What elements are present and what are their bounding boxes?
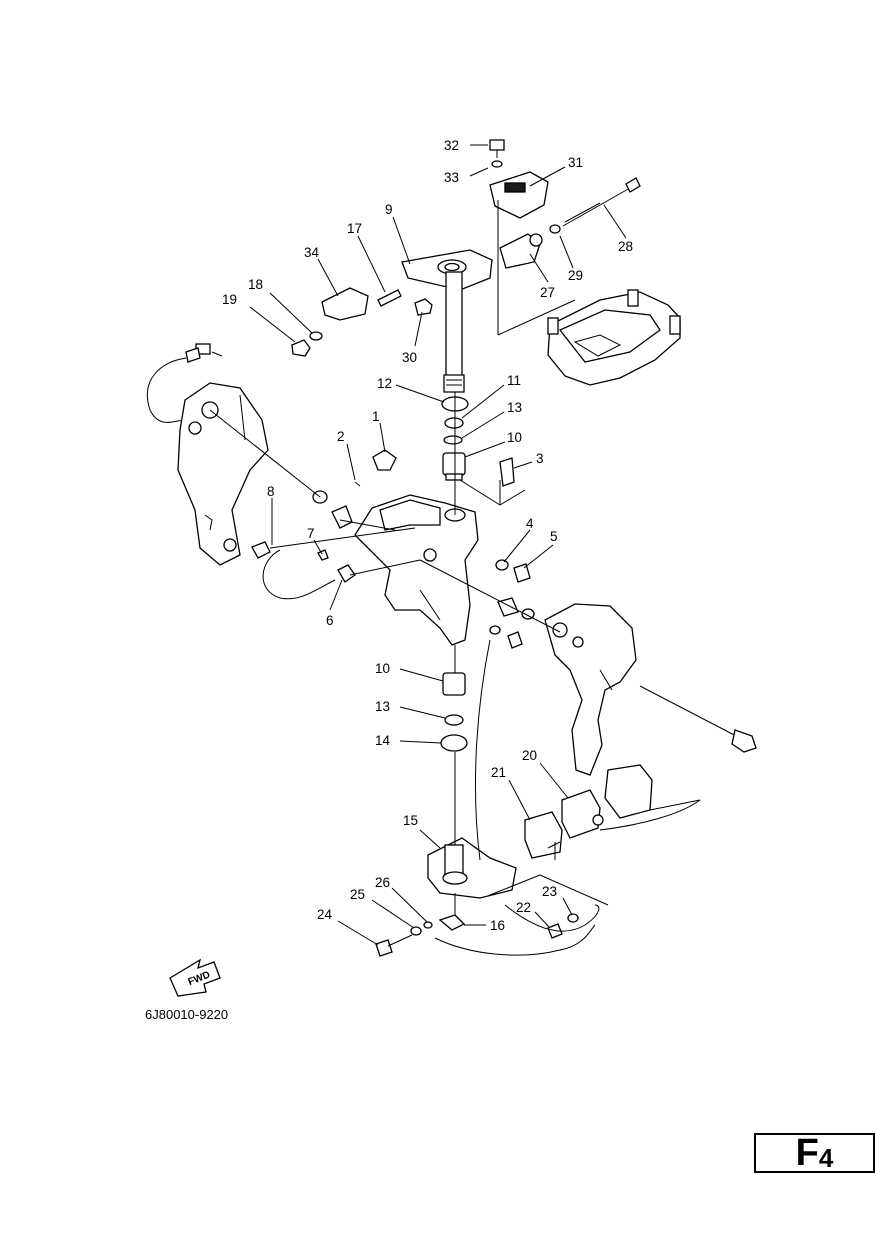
- nut-part-19: [291, 339, 311, 357]
- part-label: 19: [222, 292, 237, 307]
- washer-small: [489, 625, 501, 635]
- clip-part-6: [337, 564, 356, 583]
- clamp-part-31: [489, 171, 549, 219]
- page-badge-number: 4: [818, 1143, 834, 1173]
- part-label: 6: [326, 613, 334, 628]
- part-label: 14: [375, 733, 391, 748]
- bushing-part-10-upper: [442, 452, 466, 476]
- bolt-part-5: [513, 563, 531, 583]
- part-label: 15: [403, 813, 418, 828]
- screw-part-7: [317, 549, 329, 561]
- washer-part-4: [495, 559, 509, 571]
- part-label: 29: [568, 268, 583, 283]
- wire-left: [262, 549, 336, 600]
- washer-part-11: [444, 417, 464, 429]
- ground-wire: [504, 904, 600, 932]
- clamp-bracket-left: [177, 382, 269, 566]
- bolt-part-24-head: [375, 939, 393, 957]
- part-label: 9: [385, 202, 393, 217]
- part-label: 18: [248, 277, 263, 292]
- fitting-part-8: [251, 541, 271, 559]
- part-label: 24: [317, 907, 333, 922]
- part-label: 23: [542, 884, 557, 899]
- bushing-10-upper-flange: [445, 473, 463, 481]
- page-badge-letter: F: [795, 1132, 819, 1174]
- part-label: 34: [304, 245, 320, 260]
- plate-part-3: [499, 457, 515, 487]
- part-label: 28: [618, 239, 633, 254]
- lower-mount-part-15: [427, 837, 517, 899]
- part-label: 12: [377, 376, 392, 391]
- washer-part-14: [440, 734, 468, 752]
- clip-part-1: [372, 449, 397, 471]
- wire-harness-top: [146, 343, 223, 423]
- bushing-left: [331, 505, 353, 529]
- part-label: 8: [267, 484, 275, 499]
- washer-part-25: [410, 926, 422, 936]
- part-label: 25: [350, 887, 365, 902]
- part-label: 7: [307, 526, 315, 541]
- screw-part-17: [377, 289, 402, 307]
- washer-part-18: [309, 331, 323, 341]
- part-label: 10: [375, 661, 390, 676]
- bolt-part-28: [562, 177, 641, 227]
- bushing-part-10-lower: [442, 672, 466, 696]
- bolt-part-24-shank: [387, 934, 413, 947]
- part-label: 31: [568, 155, 583, 170]
- bolt-part-32: [489, 139, 505, 151]
- bushing-part-27: [499, 233, 543, 269]
- part-label: 5: [550, 529, 558, 544]
- part-label: 13: [375, 699, 390, 714]
- part-label: 1: [372, 409, 380, 424]
- part-label: 10: [507, 430, 522, 445]
- washer-part-23: [567, 913, 579, 923]
- part-label: 21: [491, 765, 506, 780]
- part-label: 20: [522, 748, 537, 763]
- upper-mount-bracket: [547, 289, 681, 386]
- washer-right: [521, 608, 535, 620]
- rubber-mount-part-21: [524, 811, 563, 859]
- bracket-part-34: [321, 287, 369, 321]
- part-label: 2: [337, 429, 345, 444]
- nut-small: [507, 631, 523, 649]
- screw-part-2: [354, 481, 361, 487]
- part-label: 3: [536, 451, 544, 466]
- nut-part-30: [414, 298, 433, 316]
- clip-part-16: [438, 914, 466, 931]
- washer-part-33: [491, 160, 503, 168]
- part-label: 32: [444, 138, 459, 153]
- oring-part-13-lower: [444, 714, 464, 726]
- drawing-code: 6J80010-9220: [145, 1007, 228, 1022]
- part-label: 13: [507, 400, 522, 415]
- part-label: 22: [516, 900, 531, 915]
- part-label: 26: [375, 875, 390, 890]
- part-label: 11: [507, 373, 521, 388]
- rubber-mount-part-20: [561, 789, 604, 839]
- tilt-rod: [639, 685, 741, 739]
- part-label: 33: [444, 170, 459, 185]
- mount-plate-right: [604, 764, 653, 819]
- steering-arm-part-9: [401, 249, 493, 393]
- part-label: 27: [540, 285, 555, 300]
- part-label: 30: [402, 350, 417, 365]
- washer-part-29: [549, 224, 561, 234]
- bushing-right: [497, 597, 519, 617]
- clamp-bracket-right: [544, 603, 637, 776]
- tilt-rod-end: [731, 729, 757, 753]
- part-number-labels: 1 2 3 4 5 6 7 8 9 10 10 11 12 13 13 14 1…: [222, 138, 633, 933]
- part-label: 16: [490, 918, 505, 933]
- part-label: 17: [347, 221, 362, 236]
- page-badge: F 4: [754, 1133, 875, 1173]
- leader-lines: [209, 144, 701, 956]
- part-label: 4: [526, 516, 534, 531]
- oring-part-13-upper: [443, 435, 463, 445]
- washer-part-26: [423, 921, 433, 929]
- fwd-arrow-icon: FWD: [169, 958, 221, 997]
